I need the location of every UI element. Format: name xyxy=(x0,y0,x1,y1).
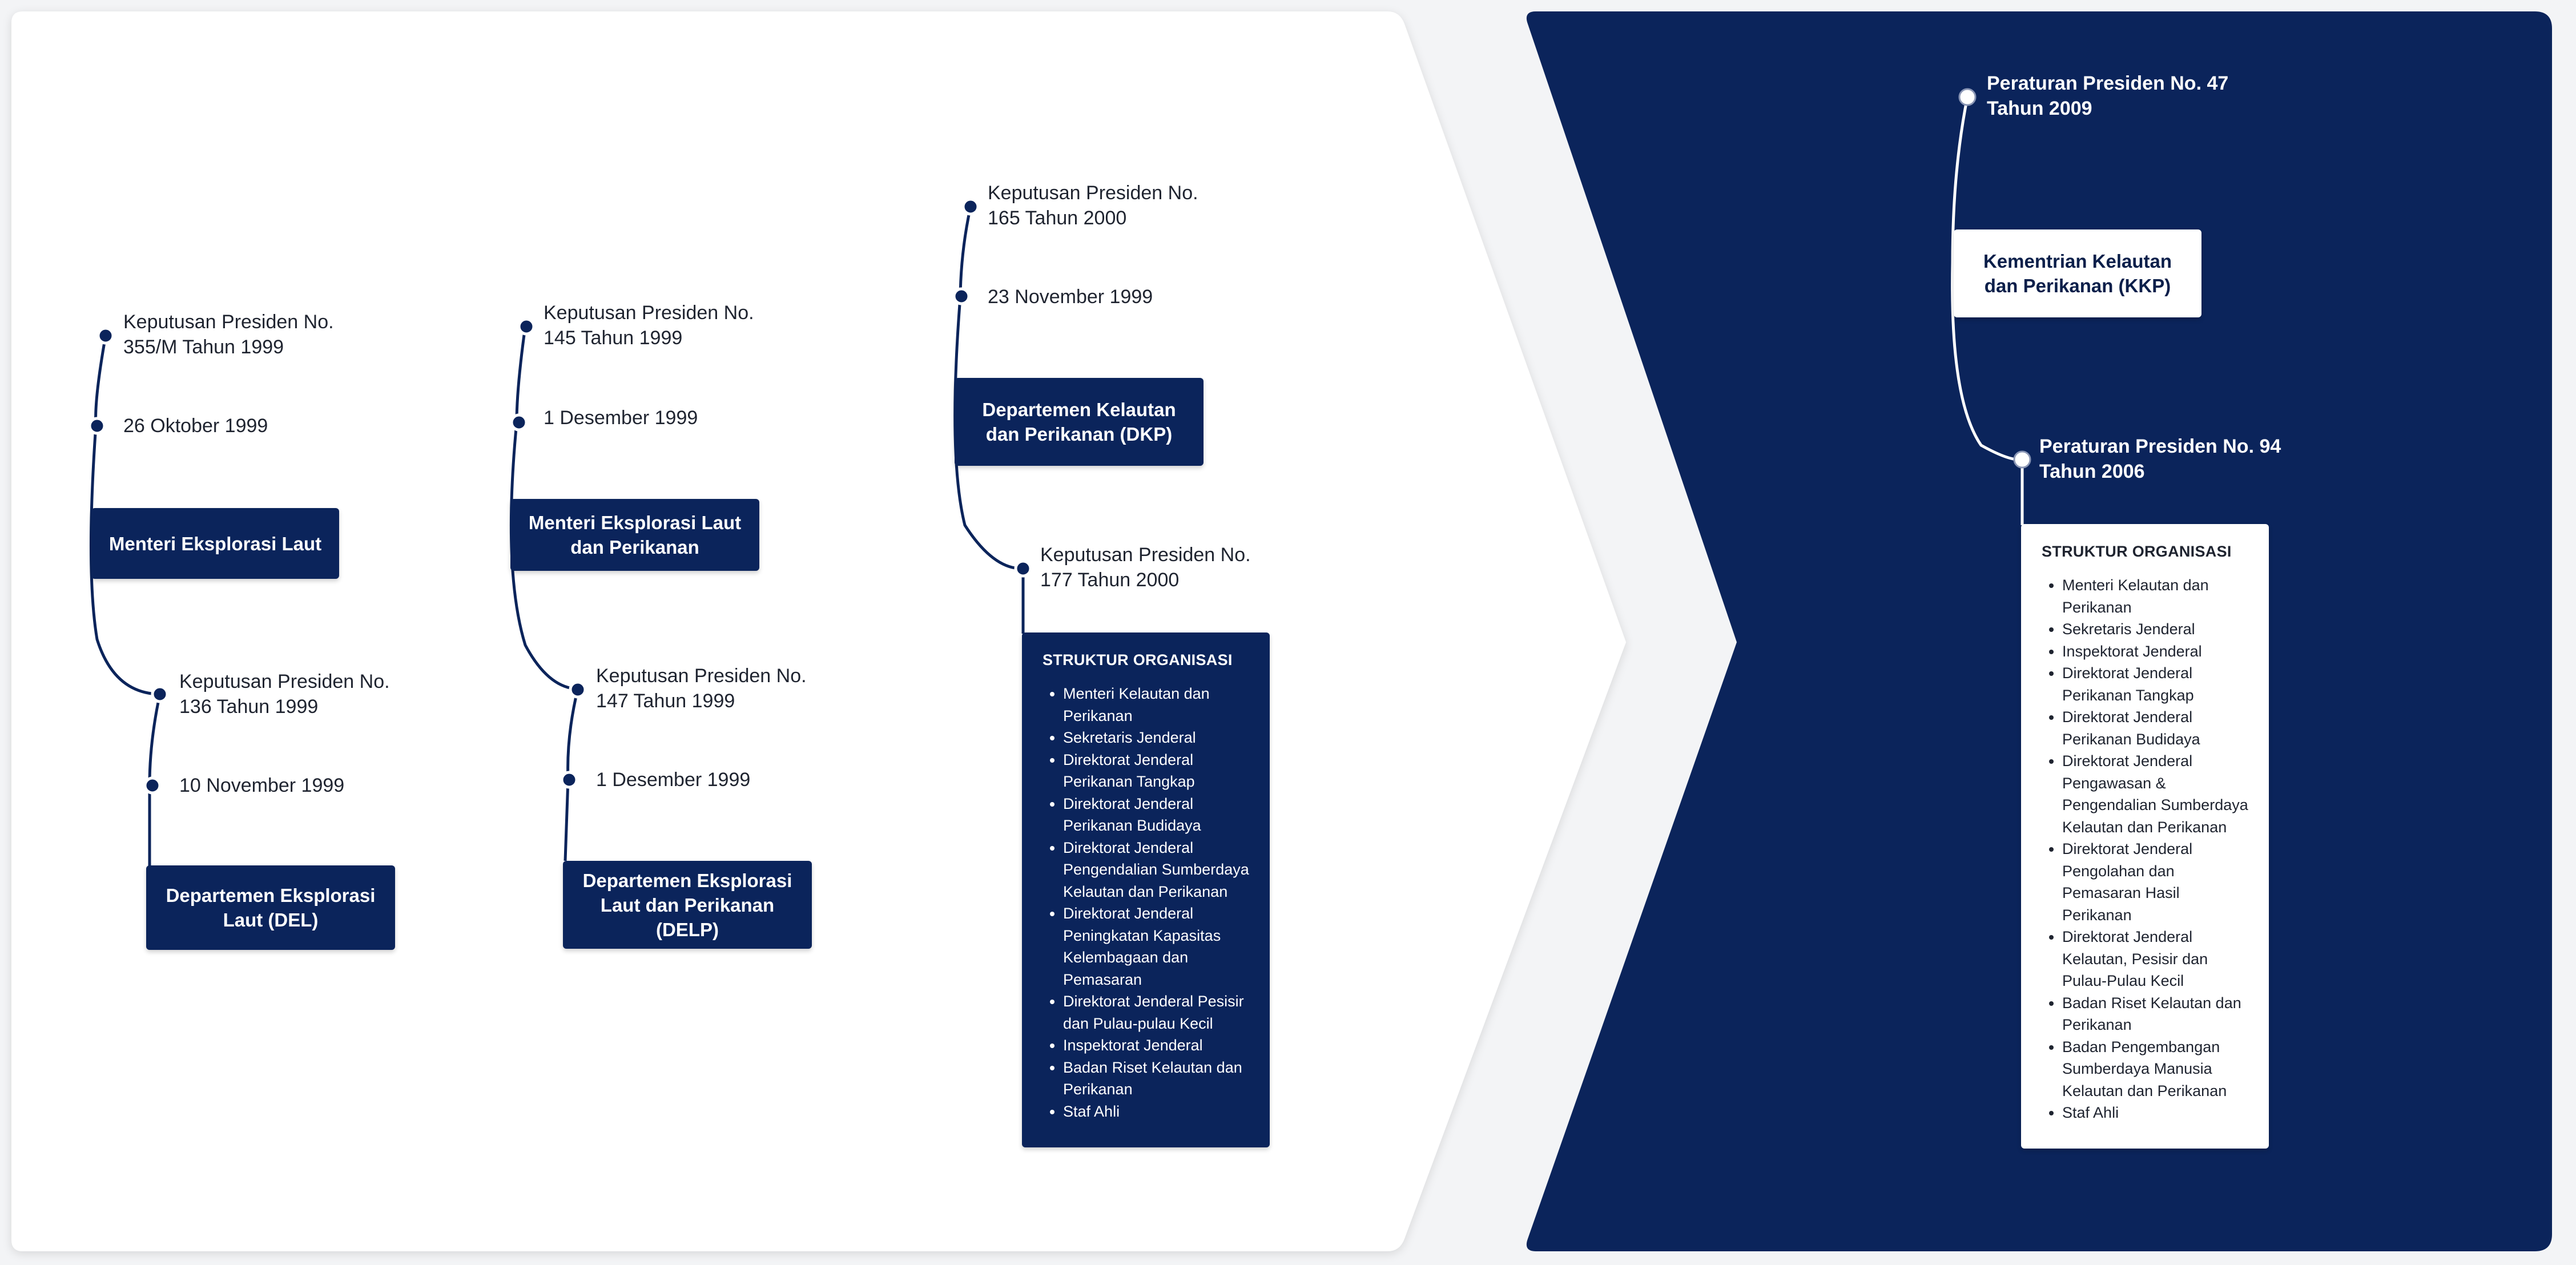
dot xyxy=(143,776,162,795)
dot xyxy=(96,327,115,345)
dot xyxy=(560,771,578,789)
stage-2-date-1: 1 Desember 1999 xyxy=(544,407,698,429)
stage-1-decree-1: Keputusan Presiden No. 355/M Tahun 1999 xyxy=(123,311,334,358)
dot xyxy=(569,680,587,699)
current-structure-box: STRUKTUR ORGANISASI Menteri Kelautan dan… xyxy=(2021,524,2269,1149)
stage-2-entity-2: Departemen Eksplorasi Laut dan Perikanan… xyxy=(563,861,812,949)
structure-title: STRUKTUR ORGANISASI xyxy=(2042,543,2232,560)
structure-item: Inspektorat Jenderal xyxy=(1063,1034,1249,1057)
stage-1-date-1: 26 Oktober 1999 xyxy=(123,415,268,437)
structure-list: Menteri Kelautan dan Perikanan Sekretari… xyxy=(1043,683,1249,1122)
dot xyxy=(2013,450,2031,469)
structure-item: Badan Pengembangan Sumberdaya Manusia Ke… xyxy=(2062,1036,2248,1102)
structure-item: Direktorat Jenderal Kelautan, Pesisir da… xyxy=(2062,926,2248,992)
structure-item: Direktorat Jenderal Perikanan Budidaya xyxy=(1063,793,1249,837)
current-entity-1: Kementrian Kelautan dan Perikanan (KKP) xyxy=(1954,229,2201,317)
structure-item: Menteri Kelautan dan Perikanan xyxy=(2062,574,2248,618)
stage-1-date-2: 10 November 1999 xyxy=(179,775,345,796)
structure-list: Menteri Kelautan dan Perikanan Sekretari… xyxy=(2042,574,2248,1124)
dot xyxy=(88,417,106,435)
stage-2-decree-1: Keputusan Presiden No. 145 Tahun 1999 xyxy=(544,302,754,349)
stage-1-entity-1: Menteri Eksplorasi Laut xyxy=(91,508,339,579)
structure-item: Direktorat Jenderal Perikanan Tangkap xyxy=(2062,662,2248,706)
dot xyxy=(517,317,536,336)
structure-title: STRUKTUR ORGANISASI xyxy=(1043,651,1233,668)
structure-item: Staf Ahli xyxy=(1063,1101,1249,1123)
stage-3-decree-1: Keputusan Presiden No. 165 Tahun 2000 xyxy=(988,182,1198,229)
structure-item: Direktorat Jenderal Peningkatan Kapasita… xyxy=(1063,903,1249,990)
structure-item: Menteri Kelautan dan Perikanan xyxy=(1063,683,1249,727)
stage-3-date-1: 23 November 1999 xyxy=(988,286,1153,308)
stage-3-structure-box: STRUKTUR ORGANISASI Menteri Kelautan dan… xyxy=(1022,632,1270,1147)
structure-item: Badan Riset Kelautan dan Perikanan xyxy=(1063,1057,1249,1101)
dot xyxy=(961,198,980,216)
timeline-dots xyxy=(88,88,2031,795)
stage-1-entity-2: Departemen Eksplorasi Laut (DEL) xyxy=(146,865,395,950)
structure-item: Direktorat Jenderal Perikanan Budidaya xyxy=(2062,706,2248,750)
structure-item: Badan Riset Kelautan dan Perikanan xyxy=(2062,992,2248,1036)
stage-1-decree-2: Keputusan Presiden No. 136 Tahun 1999 xyxy=(179,671,390,718)
current-decree-2: Peraturan Presiden No. 94 Tahun 2006 xyxy=(2039,436,2281,482)
dot xyxy=(151,685,169,703)
structure-item: Staf Ahli xyxy=(2062,1102,2248,1124)
past-panel xyxy=(11,11,1626,1251)
structure-item: Inspektorat Jenderal xyxy=(2062,640,2248,663)
structure-item: Direktorat Jenderal Pengendalian Sumberd… xyxy=(1063,837,1249,903)
current-connectors xyxy=(1951,96,2024,525)
structure-item: Sekretaris Jenderal xyxy=(2062,618,2248,640)
dot xyxy=(1958,88,1977,106)
dot xyxy=(1014,559,1032,578)
stage-2-decree-2: Keputusan Presiden No. 147 Tahun 1999 xyxy=(596,665,807,712)
stage-3-decree-2: Keputusan Presiden No. 177 Tahun 2000 xyxy=(1040,544,1251,591)
structure-item: Direktorat Jenderal Perikanan Tangkap xyxy=(1063,749,1249,793)
current-decree-1: Peraturan Presiden No. 47 Tahun 2009 xyxy=(1987,72,2229,119)
structure-item: Direktorat Jenderal Pesisir dan Pulau-pu… xyxy=(1063,990,1249,1034)
structure-item: Sekretaris Jenderal xyxy=(1063,727,1249,749)
stage-3-entity-1: Departemen Kelautan dan Perikanan (DKP) xyxy=(955,378,1204,466)
stage-2-entity-1: Menteri Eksplorasi Laut dan Perikanan xyxy=(510,499,759,571)
structure-item: Direktorat Jenderal Pengawasan & Pengend… xyxy=(2062,750,2248,838)
structure-item: Direktorat Jenderal Pengolahan dan Pemas… xyxy=(2062,838,2248,926)
dot xyxy=(510,413,528,432)
stage-2-date-2: 1 Desember 1999 xyxy=(596,769,751,791)
dot xyxy=(952,287,971,305)
